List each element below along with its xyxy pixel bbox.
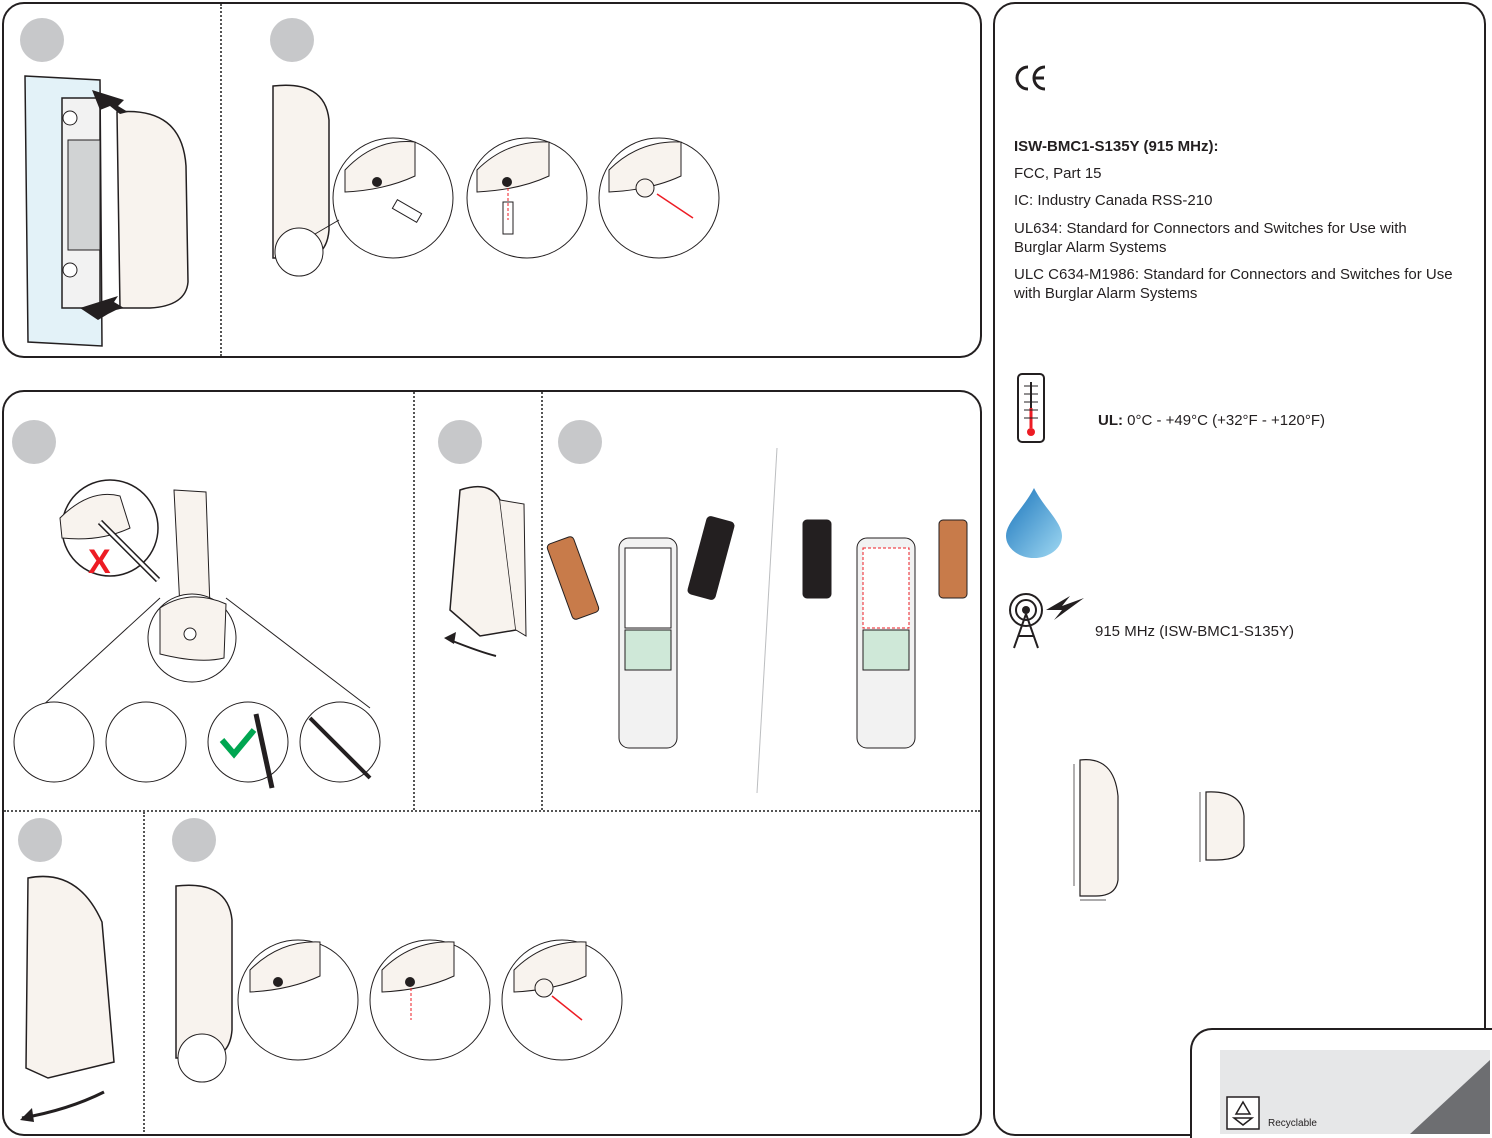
battery-replacement-illustration [546,447,968,794]
cover-close-illustration [20,875,115,1122]
battery-icon [687,516,735,600]
cert-ul634: UL634: Standard for Connectors and Switc… [1014,220,1407,256]
panel-divider [541,392,543,810]
panel-divider [4,810,980,812]
panel-specifications [993,2,1486,1136]
step-badge [270,18,314,62]
panel-divider [220,4,222,356]
screw-reinstall-illustration [175,884,623,1083]
frequency-value: 915 MHz (ISW-BMC1-S135Y) [1095,623,1294,640]
recycle-label: Recyclable [1268,1118,1317,1129]
corner-triangle [1410,1060,1490,1134]
battery-icon [802,519,832,599]
step-badge [18,818,62,862]
water-drop-icon [1006,488,1062,558]
radio-antenna-icon [1009,593,1084,649]
cert-fcc: FCC, Part 15 [1014,165,1102,182]
cert-ulc: ULC C634-M1986: Standard for Connectors … [1014,266,1453,302]
step-badge [558,420,602,464]
x-mark-icon: X [88,543,111,581]
temperature-range: UL: 0°C - +49°C (+32°F - +120°F) [1098,411,1325,430]
recycle-icon [1226,1096,1260,1130]
battery-icon [938,519,968,599]
tamper-screw-illustration: X [13,479,381,789]
temperature-label: UL: [1098,412,1123,429]
thermometer-icon [1017,373,1045,443]
check-icon [219,728,257,759]
wall-mount-illustration [24,75,189,347]
cover-screw-removal-illustration [272,84,720,277]
panel-divider [413,392,415,810]
device-dimensions-illustration [1073,759,1245,901]
battery-icon [546,536,600,620]
step-badge [438,420,482,464]
cover-open-illustration [444,485,527,657]
model-heading: ISW-BMC1-S135Y (915 MHz): [1014,138,1219,155]
step-badge [12,420,56,464]
step-badge [20,18,64,62]
cert-ic: IC: Industry Canada RSS-210 [1014,192,1213,209]
temperature-value: 0°C - +49°C (+32°F - +120°F) [1123,412,1325,429]
panel-divider [143,812,145,1132]
step-badge [172,818,216,862]
ce-mark-icon [1015,65,1046,91]
